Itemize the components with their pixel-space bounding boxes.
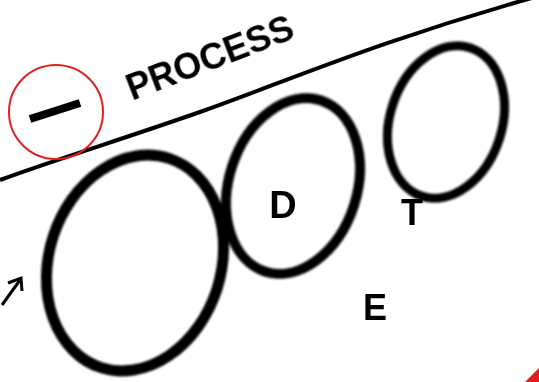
coil-loop [204,81,381,292]
highlight-circle [9,65,103,159]
stage-letter: E [363,290,387,326]
coil-loop [19,132,251,382]
helix-coil [19,31,523,382]
stage-letter: D [269,186,296,224]
stage-letter: T [401,195,423,231]
corner-mark [525,368,539,382]
minus-sign [30,103,80,119]
entry-arrow [2,280,20,305]
process-label: PROCESS [121,10,298,107]
entry-arrowhead [8,278,22,291]
coil-loop [369,31,524,214]
process-axis [0,0,539,180]
